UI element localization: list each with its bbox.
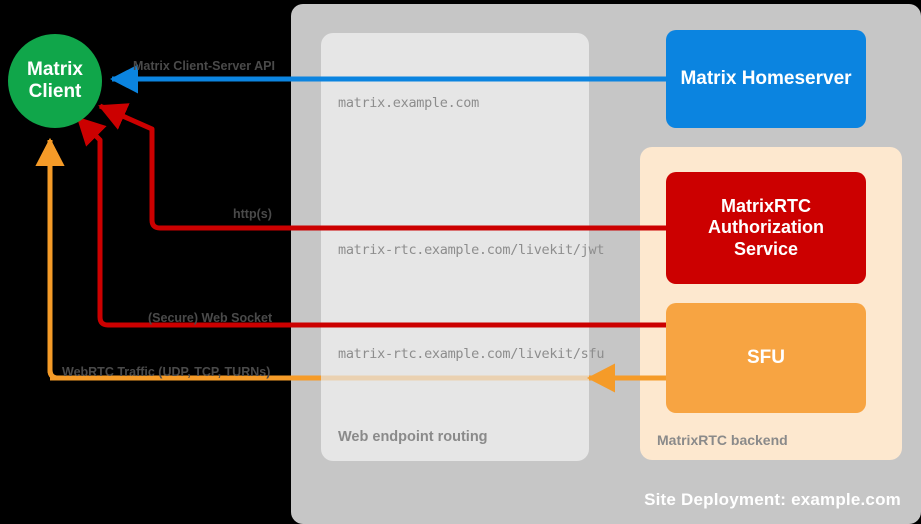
node-matrix-client[interactable]: Matrix Client [8, 34, 102, 128]
site-deployment-label: Site Deployment: example.com [644, 490, 901, 509]
client-label-line2: Client [28, 81, 82, 102]
node-matrix-homeserver-label: Matrix Homeserver [680, 67, 852, 89]
edge-label-client-server-api: Matrix Client-Server API [133, 59, 275, 73]
auth-label-line1: MatrixRTC [720, 195, 811, 216]
client-label-line1: Matrix [27, 59, 83, 81]
node-sfu[interactable]: SFU [666, 303, 866, 413]
node-sfu-label: SFU [747, 346, 785, 368]
matrixrtc-backend-label: MatrixRTC backend [657, 432, 788, 448]
web-endpoint-routing-label: Web endpoint routing [338, 429, 488, 445]
container-web-endpoint-routing: matrix.example.com matrix-rtc.example.co… [321, 33, 604, 461]
node-matrix-client-label: Matrix Client [27, 59, 83, 103]
auth-label-line3: Service [733, 238, 799, 259]
auth-label-line2: Authorization [708, 217, 824, 238]
link-webrtc-traffic-riser [35, 137, 65, 381]
endpoint-livekit-sfu: matrix-rtc.example.com/livekit/sfu [338, 346, 605, 362]
node-matrixrtc-authorization-service[interactable]: MatrixRTC Authorization Service [666, 172, 866, 284]
node-matrix-homeserver[interactable]: Matrix Homeserver [666, 30, 866, 128]
edge-label-http-jwt: http(s) [233, 207, 272, 221]
node-auth-service-label: MatrixRTC Authorization Service [708, 196, 824, 261]
endpoint-matrix-host: matrix.example.com [338, 95, 479, 111]
edge-label-web-socket: (Secure) Web Socket [148, 311, 273, 325]
edge-label-webrtc-traffic: WebRTC Traffic (UDP, TCP, TURNs) [62, 365, 271, 379]
endpoint-livekit-jwt: matrix-rtc.example.com/livekit/jwt [338, 242, 605, 258]
